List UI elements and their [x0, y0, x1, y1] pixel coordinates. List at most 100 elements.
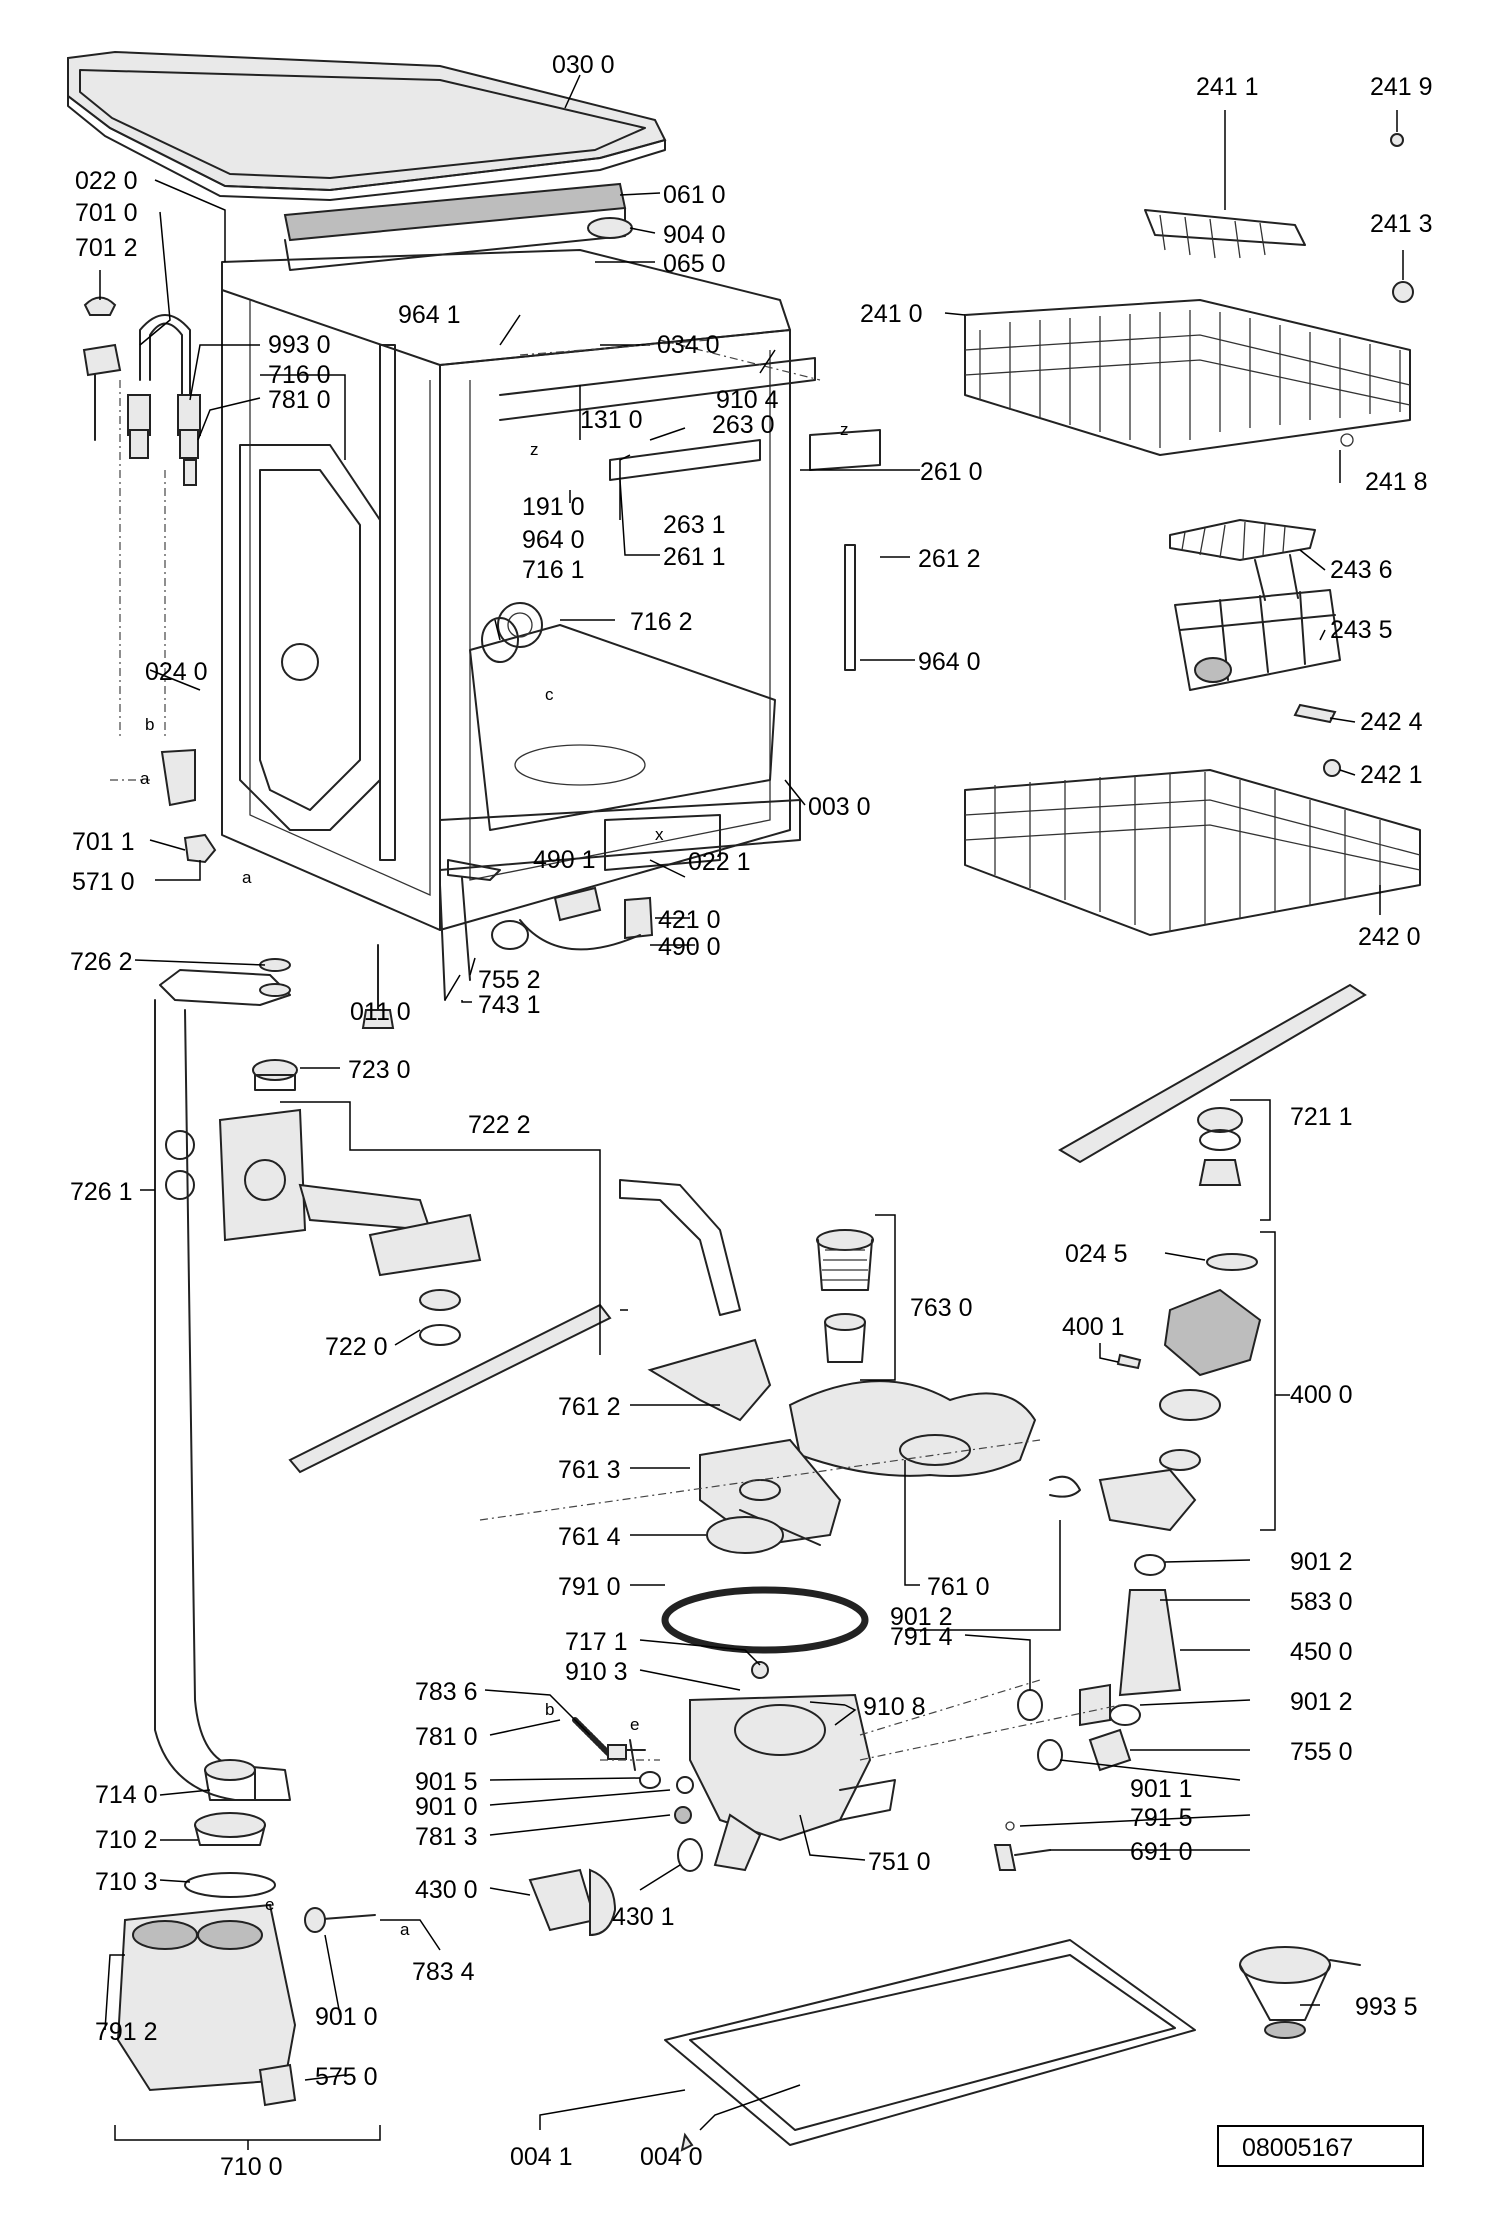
- label-726-1: 726 1: [70, 1178, 133, 1206]
- label-723-0: 723 0: [348, 1056, 411, 1084]
- label-022-1: 022 1: [688, 848, 751, 876]
- label-490-0: 490 0: [658, 933, 721, 961]
- label-722-2: 722 2: [468, 1111, 531, 1139]
- label-131-0: 131 0: [580, 406, 643, 434]
- letter-e: e: [265, 1895, 274, 1914]
- label-030-0: 030 0: [552, 51, 615, 79]
- label-710-2: 710 2: [95, 1826, 158, 1854]
- door-hinge-part: [160, 748, 196, 807]
- label-901-2c: 901 2: [1290, 1688, 1353, 1716]
- base-plate-part: [664, 1939, 1196, 2152]
- label-004-1: 004 1: [510, 2143, 573, 2171]
- label-710-3: 710 3: [95, 1868, 158, 1896]
- clip-part: [1390, 133, 1404, 147]
- letter-b: b: [145, 715, 154, 734]
- label-901-0: 901 0: [415, 1793, 478, 1821]
- label-710-0: 710 0: [220, 2153, 283, 2181]
- label-003-0: 003 0: [808, 793, 871, 821]
- label-791-2: 791 2: [95, 2018, 158, 2046]
- seal-strip-part: [283, 182, 627, 271]
- circulation-pipe-part: [154, 969, 291, 1801]
- label-241-0: 241 0: [860, 300, 923, 328]
- label-791-4: 791 4: [890, 1623, 953, 1651]
- label-781-0: 781 0: [268, 386, 331, 414]
- upper-arm-support-part: [218, 1108, 482, 1277]
- label-024-0: 024 0: [145, 658, 208, 686]
- letter-e: e: [630, 1715, 639, 1734]
- label-061-0: 061 0: [663, 181, 726, 209]
- label-901-5: 901 5: [415, 1768, 478, 1796]
- label-263-0: 263 0: [712, 411, 775, 439]
- label-743-1: 743 1: [478, 991, 541, 1019]
- label-011-0: 011 0: [350, 998, 411, 1026]
- funnel-part: [1239, 1946, 1361, 2039]
- hose-assembly-part: [127, 314, 201, 486]
- letter-a: a: [140, 769, 150, 788]
- label-964-0b: 964 0: [918, 648, 981, 676]
- upper-rack-part: [964, 299, 1411, 456]
- label-243-6: 243 6: [1330, 556, 1393, 584]
- label-263-1: 263 1: [663, 511, 726, 539]
- label-751-0: 751 0: [868, 1848, 931, 1876]
- sump-part: [619, 1661, 896, 1872]
- drain-pump-part: [528, 1838, 703, 1937]
- softener-part: [116, 1759, 376, 2107]
- label-261-0: 261 0: [920, 458, 983, 486]
- label-400-1: 400 1: [1062, 1313, 1125, 1341]
- label-241-9: 241 9: [1370, 73, 1433, 101]
- gasket-part: [706, 1516, 784, 1554]
- label-261-1: 261 1: [663, 543, 726, 571]
- label-241-3: 241 3: [1370, 210, 1433, 238]
- label-701-2: 701 2: [75, 234, 138, 262]
- label-575-0: 575 0: [315, 2063, 378, 2091]
- sump-gasket-part: [661, 1586, 869, 1654]
- letter-z: z: [530, 440, 539, 459]
- label-430-1: 430 1: [612, 1903, 675, 1931]
- label-701-0: 701 0: [75, 199, 138, 227]
- heater-part: [993, 1821, 1051, 1871]
- wheel-part: [1392, 281, 1414, 303]
- cup-shelf-part: [1144, 209, 1306, 259]
- nozzle-part: [252, 1059, 298, 1091]
- valve-spring-part: [572, 1717, 694, 1824]
- reference-letters: z z c x a a b b e e a: [140, 420, 849, 1939]
- label-691-0: 691 0: [1130, 1838, 1193, 1866]
- label-716-0: 716 0: [268, 361, 331, 389]
- bracket-part: [439, 859, 501, 1001]
- label-993-0: 993 0: [268, 331, 331, 359]
- label-022-0: 022 0: [75, 167, 138, 195]
- label-791-0: 791 0: [558, 1573, 621, 1601]
- letter-b: b: [545, 1700, 554, 1719]
- label-761-3: 761 3: [558, 1456, 621, 1484]
- label-583-0: 583 0: [1290, 1588, 1353, 1616]
- upper-spray-arm-part: [1058, 983, 1367, 1186]
- label-761-4: 761 4: [558, 1523, 621, 1551]
- letter-z: z: [840, 420, 849, 439]
- label-065-0: 065 0: [663, 250, 726, 278]
- label-450-0: 450 0: [1290, 1638, 1353, 1666]
- label-901-0b: 901 0: [315, 2003, 378, 2031]
- circulation-pump-part: [1049, 1253, 1262, 1532]
- leader-lines: [99, 74, 1404, 2150]
- label-904-0: 904 0: [663, 221, 726, 249]
- label-717-1: 717 1: [565, 1628, 628, 1656]
- label-242-4: 242 4: [1360, 708, 1423, 736]
- lower-spray-arm-part: [288, 1289, 612, 1474]
- label-721-1: 721 1: [1290, 1103, 1353, 1131]
- dash-lines: [110, 339, 1121, 1761]
- sensor-part: [183, 833, 217, 864]
- label-783-6: 783 6: [415, 1678, 478, 1706]
- label-726-2: 726 2: [70, 948, 133, 976]
- label-910-3: 910 3: [565, 1658, 628, 1686]
- wheel-part: [1340, 433, 1354, 447]
- label-781-3: 781 3: [415, 1823, 478, 1851]
- label-191-0: 191 0: [522, 493, 585, 521]
- label-964-1: 964 1: [398, 301, 461, 329]
- label-716-2: 716 2: [630, 608, 693, 636]
- valve-part: [82, 296, 122, 441]
- label-964-0: 964 0: [522, 526, 585, 554]
- label-004-0: 004 0: [640, 2143, 703, 2171]
- label-421-0: 421 0: [658, 906, 721, 934]
- label-761-0: 761 0: [927, 1573, 990, 1601]
